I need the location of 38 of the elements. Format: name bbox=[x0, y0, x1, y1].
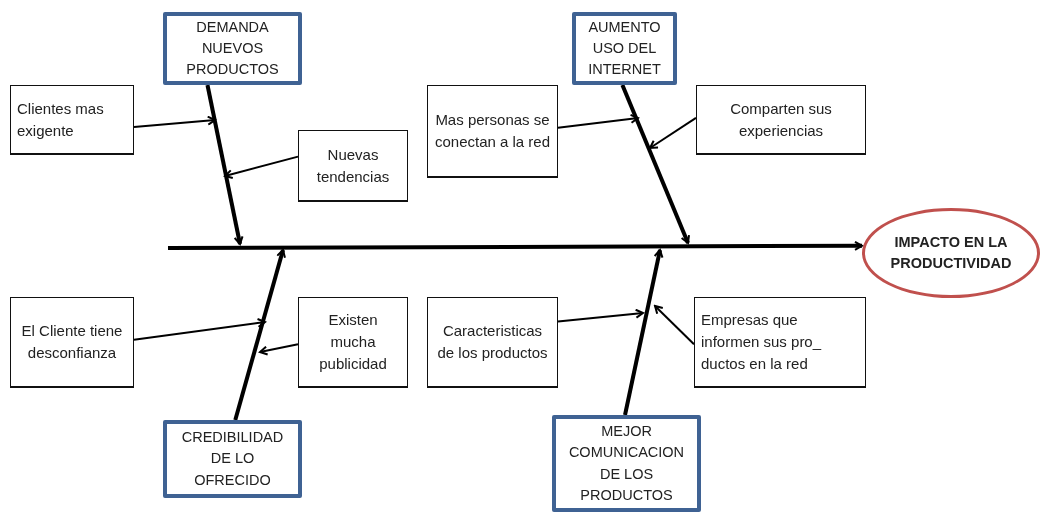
note-box bbox=[10, 297, 134, 388]
note-box bbox=[10, 85, 134, 155]
arrow bbox=[623, 249, 664, 416]
cause-box bbox=[163, 12, 302, 85]
note-box bbox=[427, 85, 558, 178]
node-text: IMPACTO EN LA PRODUCTIVIDAD bbox=[889, 233, 1013, 273]
node-text: El Cliente tiene desconfianza bbox=[20, 321, 124, 363]
note-box bbox=[696, 85, 866, 155]
arrow bbox=[259, 343, 299, 356]
node-text: Existen mucha publicidad bbox=[318, 310, 388, 374]
note-box bbox=[298, 297, 408, 388]
arrow bbox=[133, 115, 216, 128]
arrow bbox=[233, 249, 286, 421]
arrow bbox=[133, 318, 266, 341]
arrow bbox=[649, 116, 697, 149]
node-text: Mas personas se conectan a la red bbox=[434, 110, 551, 152]
node-text: Clientes mas exigente bbox=[17, 98, 105, 141]
arrow bbox=[620, 84, 690, 244]
note-box bbox=[694, 297, 866, 388]
node-text: Caracteristicas de los productos bbox=[436, 321, 549, 363]
cause-box bbox=[552, 415, 701, 512]
node-text: Empresas que informen sus pro_ ductos en la red bbox=[701, 310, 823, 374]
arrow bbox=[557, 308, 644, 323]
node-text: Nuevas tendencias bbox=[315, 144, 391, 187]
node-text: AUMENTO USO DEL INTERNET bbox=[587, 17, 662, 79]
arrow bbox=[205, 84, 244, 245]
node-text: DEMANDA NUEVOS PRODUCTOS bbox=[185, 17, 280, 79]
cause-box bbox=[163, 420, 302, 498]
node-text: Comparten sus experiencias bbox=[729, 98, 833, 141]
arrow bbox=[168, 240, 863, 251]
arrow bbox=[654, 305, 695, 346]
arrow bbox=[224, 155, 299, 180]
node-text: MEJOR COMUNICACION DE LOS PRODUCTOS bbox=[567, 422, 686, 505]
note-box bbox=[427, 297, 558, 388]
note-box bbox=[298, 130, 408, 202]
node-text: CREDIBILIDAD DE LO OFRECIDO bbox=[180, 428, 285, 490]
cause-box bbox=[572, 12, 677, 85]
arrow bbox=[557, 113, 639, 129]
